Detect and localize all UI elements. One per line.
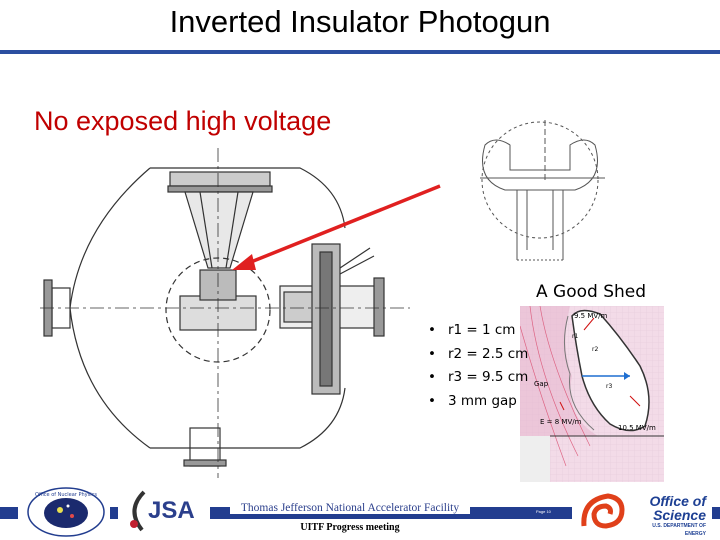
field-map-image: 9.5 MV/m r2 r1 r3 Gap E = 8 MV/m 10.5 MV… [520, 306, 664, 482]
office-of-science-logo [581, 493, 625, 529]
electrode-sketch [480, 120, 605, 261]
office-line1: Office of [649, 493, 706, 509]
bullet-r2: r2 = 2.5 cm [428, 346, 528, 370]
slide-title: Inverted Insulator Photogun [169, 4, 551, 39]
nuclear-physics-text: Office of Nuclear Physics [35, 492, 97, 498]
bullet-r1: r1 = 1 cm [428, 322, 528, 346]
footer-meeting: UITF Progress meeting [300, 522, 400, 533]
footer-lab-name: Thomas Jefferson National Accelerator Fa… [230, 502, 470, 514]
label-gap: Gap [534, 380, 549, 388]
label-bottom-field: 10.5 MV/m [618, 424, 656, 432]
page-number: Page 10 [536, 509, 551, 514]
shed-title: A Good Shed [536, 282, 647, 302]
label-r2: r2 [592, 346, 598, 353]
office-of-science-wordmark: Office of Science U.S. DEPARTMENT OF ENE… [630, 494, 706, 538]
office-line3: U.S. DEPARTMENT OF ENERGY [652, 523, 706, 537]
office-line2: Science [653, 507, 706, 523]
label-top-field: 9.5 MV/m [574, 312, 608, 320]
nuclear-physics-logo: Office of Nuclear Physics [27, 487, 105, 537]
title-rule [0, 50, 720, 54]
bullet-gap: 3 mm gap [428, 393, 528, 417]
slide-subtitle: No exposed high voltage [34, 106, 332, 136]
label-e-field: E = 8 MV/m [540, 418, 582, 426]
jsa-logo: JSA [130, 490, 195, 532]
bullet-r3: r3 = 9.5 cm [428, 369, 528, 393]
label-r1: r1 [572, 333, 578, 340]
jsa-text: JSA [148, 497, 195, 524]
red-arrow [232, 184, 441, 270]
label-r3: r3 [606, 383, 612, 390]
photogun-drawing [40, 148, 410, 478]
shed-bullets: r1 = 1 cm r2 = 2.5 cm r3 = 9.5 cm 3 mm g… [428, 322, 528, 416]
